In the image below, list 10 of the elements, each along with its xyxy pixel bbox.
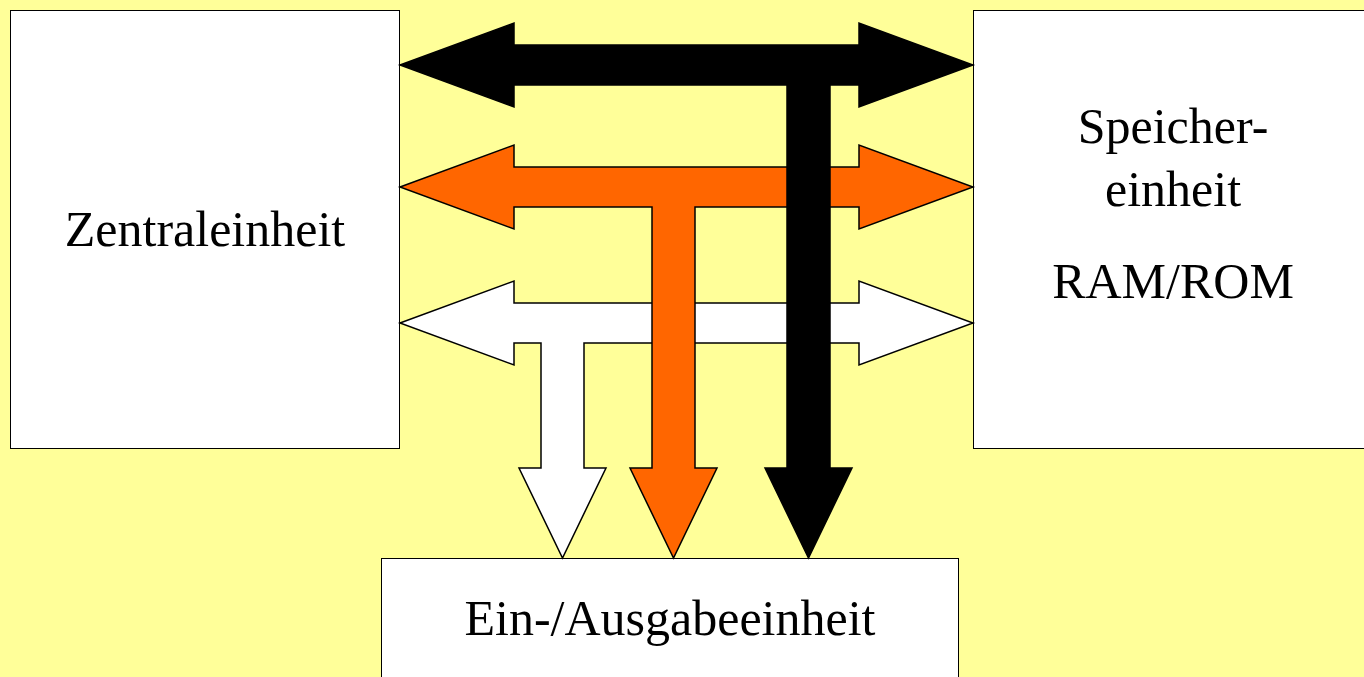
- unit-label: Zentraleinheit: [64, 200, 346, 260]
- bus-arrow: [397, 143, 976, 560]
- unit-box: [973, 10, 1364, 449]
- bus-arrow: [397, 21, 976, 560]
- unit-box: [10, 10, 400, 449]
- unit-label: RAM/ROM: [1052, 252, 1294, 311]
- unit-label: Ein-/Ausgabeeinheit: [464, 589, 876, 648]
- bus-arrow: [397, 279, 976, 560]
- unit-box: [381, 558, 959, 677]
- unit-label: Speicher- einheit: [1076, 97, 1270, 219]
